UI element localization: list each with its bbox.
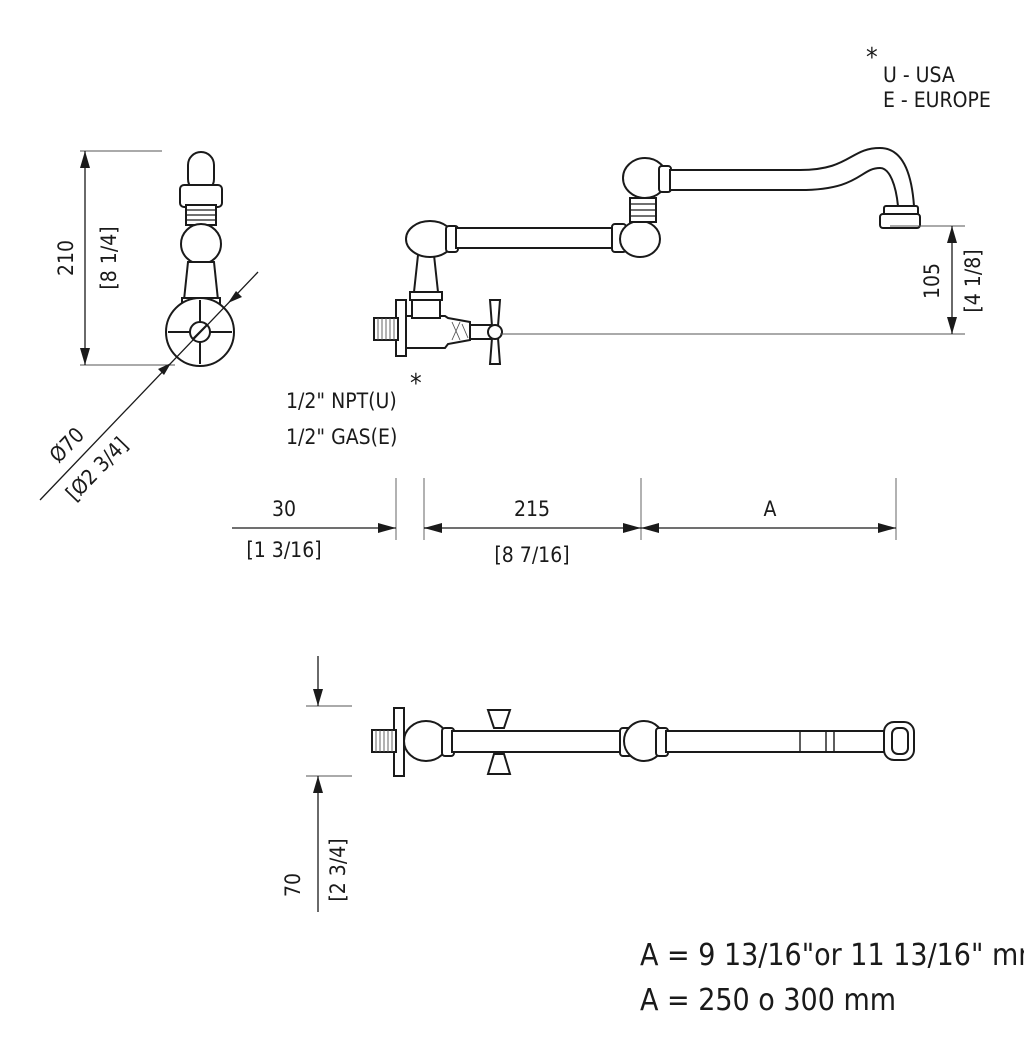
- dim-height-mm: 210: [54, 240, 78, 276]
- dim-arm-mm: 215: [514, 497, 550, 521]
- dim-arm-in: [8 7/16]: [494, 543, 569, 567]
- legend-asterisk: *: [866, 43, 878, 73]
- connection-gas: 1/2" GAS(E): [286, 425, 397, 449]
- connection-npt: 1/2" NPT(U): [286, 389, 397, 413]
- dim-inlet-mm: 30: [272, 497, 296, 521]
- notes: A = 9 13/16"or 11 13/16" mm A = 250 o 30…: [640, 938, 1024, 1018]
- dim-depth-mm: 70: [281, 873, 305, 897]
- note-a-mm: A = 250 o 300 mm: [640, 983, 896, 1018]
- front-view: 105 [4 1/8]: [373, 146, 985, 365]
- dim-height-in: [8 1/4]: [97, 226, 121, 289]
- region-legend: * U - USA E - EUROPE: [866, 43, 991, 112]
- top-view: 70 [2 3/4]: [281, 656, 915, 912]
- note-a-inches: A = 9 13/16"or 11 13/16" mm: [640, 938, 1024, 973]
- dim-drop-in: [4 1/8]: [961, 249, 985, 312]
- horizontal-dimensions: 30 [1 3/16] 215 [8 7/16] A: [232, 478, 897, 567]
- legend-europe: E - EUROPE: [883, 88, 991, 112]
- legend-usa: U - USA: [883, 63, 955, 87]
- dim-spout: A: [764, 497, 777, 521]
- connection-asterisk: *: [410, 369, 422, 399]
- connection-note: 1/2" NPT(U) * 1/2" GAS(E): [286, 369, 422, 449]
- dim-depth-in: [2 3/4]: [326, 838, 350, 901]
- side-view: 210 [8 1/4] Ø70 [Ø2 3/4]: [39, 150, 259, 506]
- dim-inlet-in: [1 3/16]: [246, 538, 321, 562]
- dim-drop-mm: 105: [920, 263, 944, 299]
- dim-diameter-mm: Ø70: [45, 423, 89, 468]
